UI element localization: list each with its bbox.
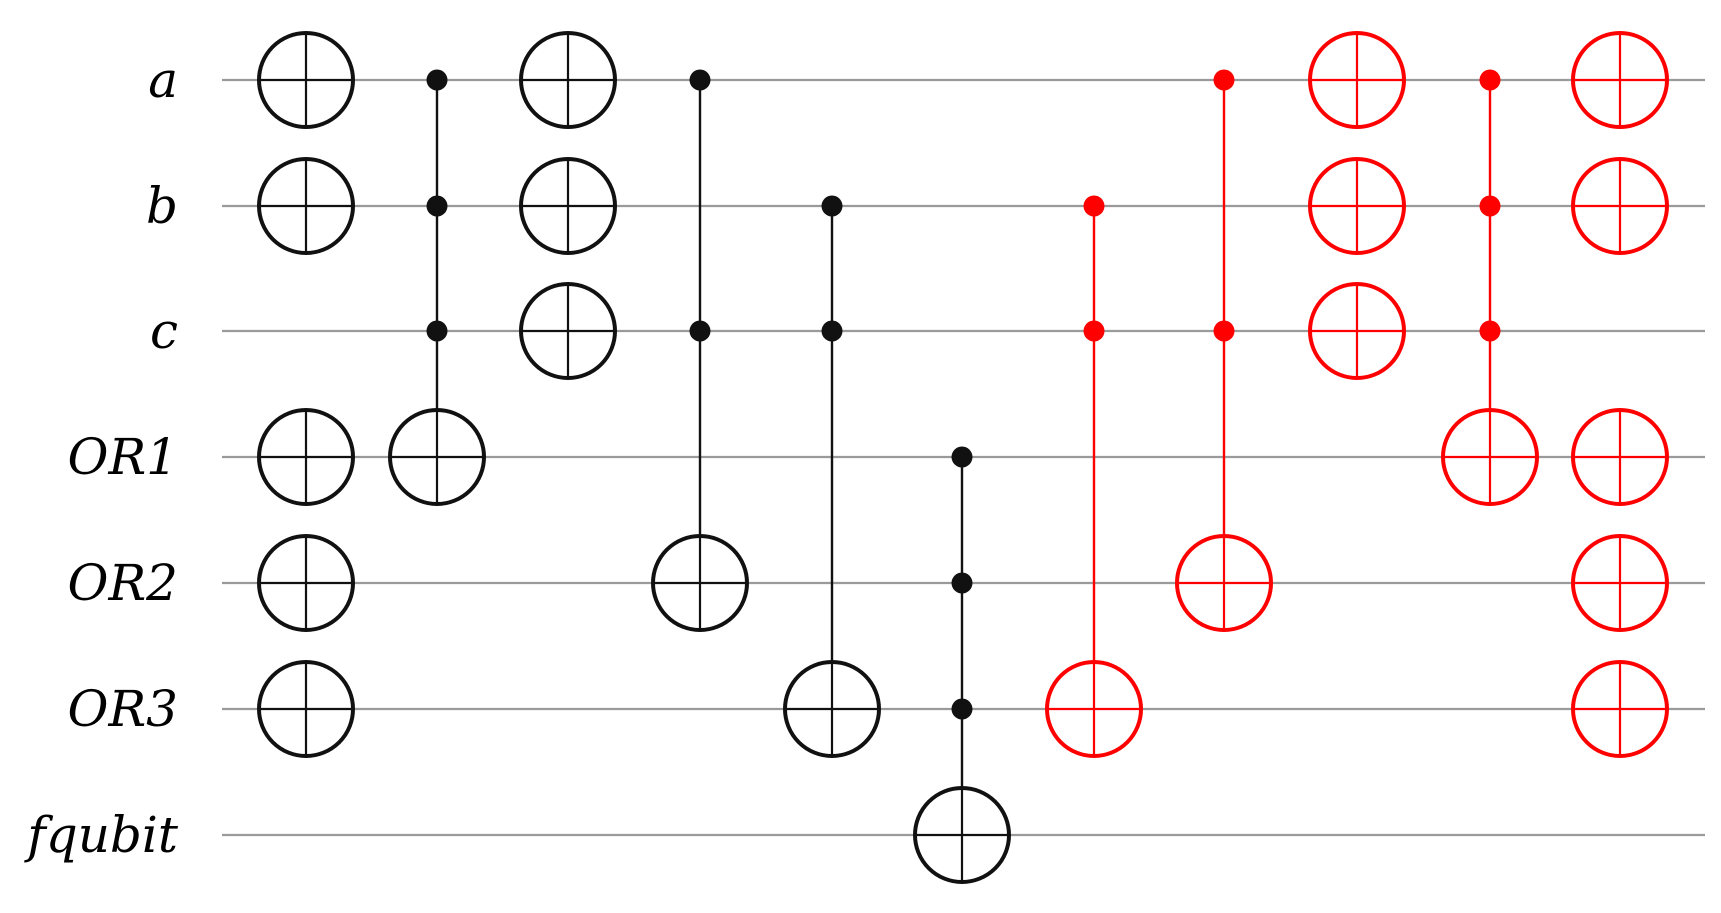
x-gate-or2 [1571,534,1669,632]
x-gate-or3 [1571,660,1669,758]
x-gate-c [519,282,617,380]
gate-column-4 [651,69,749,632]
gate-column-11 [1571,31,1669,758]
gate-column-5 [783,195,881,758]
x-gate-or3 [257,660,355,758]
control-dot-b [1479,195,1501,217]
control-dot-a [689,69,711,91]
x-gate-a [519,31,617,129]
cnot-target-or3 [1045,660,1143,758]
qubit-label-or1: OR1 [68,428,178,486]
gate-column-2 [388,69,486,506]
qubit-label-a: a [148,51,178,109]
cnot-target-or1 [388,408,486,506]
control-dot-c [821,320,843,342]
gate-column-9 [1308,31,1406,380]
control-dot-or3 [951,698,973,720]
gate-column-7 [1045,195,1143,758]
x-gate-b [257,157,355,255]
control-dot-c [1213,320,1235,342]
qubit-label-or3: OR3 [68,680,178,738]
x-gate-b [519,157,617,255]
gate-column-10 [1441,69,1539,506]
x-gate-b [1571,157,1669,255]
control-dot-b [426,195,448,217]
gate-column-8 [1175,69,1273,632]
gate-column-6 [913,446,1011,884]
qubit-label-b: b [146,177,178,235]
qubit-label-fqubit: fqubit [23,806,179,864]
x-gate-c [1308,282,1406,380]
x-gate-a [1571,31,1669,129]
cnot-target-or2 [1175,534,1273,632]
x-gate-a [1308,31,1406,129]
control-dot-b [1083,195,1105,217]
control-dot-c [1479,320,1501,342]
x-gate-b [1308,157,1406,255]
control-dot-c [426,320,448,342]
control-dot-a [1479,69,1501,91]
gate-column-1 [257,31,355,758]
cnot-target-fqubit [913,786,1011,884]
control-dot-c [1083,320,1105,342]
control-dot-b [821,195,843,217]
control-dot-or1 [951,446,973,468]
x-gate-or1 [1571,408,1669,506]
cnot-target-or2 [651,534,749,632]
x-gate-or2 [257,534,355,632]
control-dot-a [426,69,448,91]
control-dot-c [689,320,711,342]
x-gate-a [257,31,355,129]
control-dot-a [1213,69,1235,91]
gate-column-3 [519,31,617,380]
cnot-target-or3 [783,660,881,758]
control-dot-or2 [951,572,973,594]
qubit-label-or2: OR2 [68,554,178,612]
x-gate-or1 [257,408,355,506]
cnot-target-or1 [1441,408,1539,506]
qubit-label-c: c [150,302,178,360]
